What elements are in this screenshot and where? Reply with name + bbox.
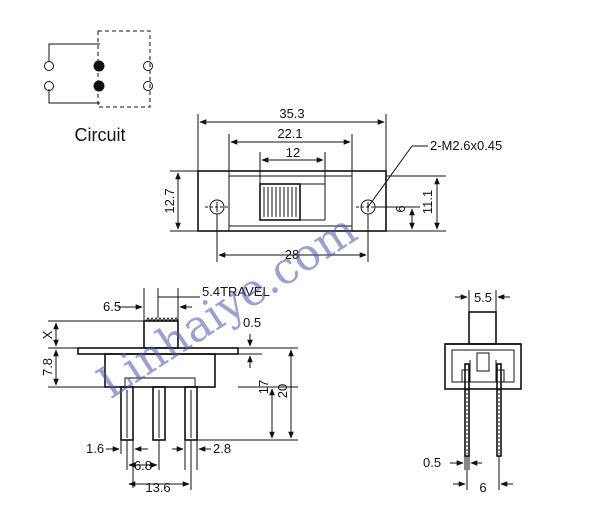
dim-end-knob-width: 5.5 (474, 290, 492, 305)
circuit-caption: Circuit (74, 125, 125, 145)
dim-knob-offset: 6.5 (103, 299, 121, 314)
dim-body-width: 11.1 (420, 190, 435, 214)
circuit-wire-bottom (48, 89, 100, 104)
dim-pin-width: 1.6 (86, 441, 104, 456)
knob-ridges (263, 187, 297, 217)
end-view: 5.5 0.5 6 (423, 290, 522, 495)
hole-spec-label: 2-M2.6x0.45 (430, 138, 502, 153)
switch-pole-outline (97, 30, 151, 108)
end-knob (468, 311, 497, 345)
dim-pin-pitch: 6.8 (134, 458, 152, 473)
circuit-diagram: Circuit (44, 30, 153, 145)
dim-body-height: 12.7 (162, 188, 177, 213)
dim-plate-thickness: 0.5 (243, 315, 261, 330)
dim-pin-length: 17 (256, 380, 271, 394)
mount-plate (197, 170, 387, 232)
circuit-wire-top (48, 43, 100, 62)
dim-total-height: 20 (275, 384, 290, 398)
top-view: 35.3 22.1 12 2-M2.6x0.45 12.7 28 6 11.1 (162, 106, 502, 262)
dim-pin-gap: 2.8 (213, 441, 231, 456)
knob-serration (145, 317, 179, 322)
terminal-left-top (44, 61, 54, 71)
dim-body-depth: 7.8 (40, 358, 55, 376)
dim-pin-span: 13.6 (145, 480, 170, 495)
travel-label: 5.4TRAVEL (202, 284, 270, 299)
dim-hole-offset: 6 (393, 205, 408, 212)
dim-hole-spacing: 28 (285, 247, 299, 262)
dim-inner-spacing: 22.1 (277, 126, 302, 141)
terminal-common-bottom (93, 80, 105, 92)
terminal-common-top (93, 60, 105, 72)
terminal-right-top (143, 61, 153, 71)
slider-knob (259, 183, 301, 221)
terminal-right-bottom (143, 81, 153, 91)
dim-knob-width: 12 (286, 145, 300, 160)
end-body (444, 343, 522, 390)
terminal-left-bottom (44, 81, 54, 91)
dim-x-label: X (40, 330, 55, 339)
side-view: 6.5 5.4TRAVEL X 7.8 0.5 17 20 1.6 (40, 284, 298, 495)
dim-overall-length: 35.3 (279, 106, 304, 121)
dim-pin-spacing: 6 (479, 480, 486, 495)
dim-pin-thickness: 0.5 (423, 455, 441, 470)
